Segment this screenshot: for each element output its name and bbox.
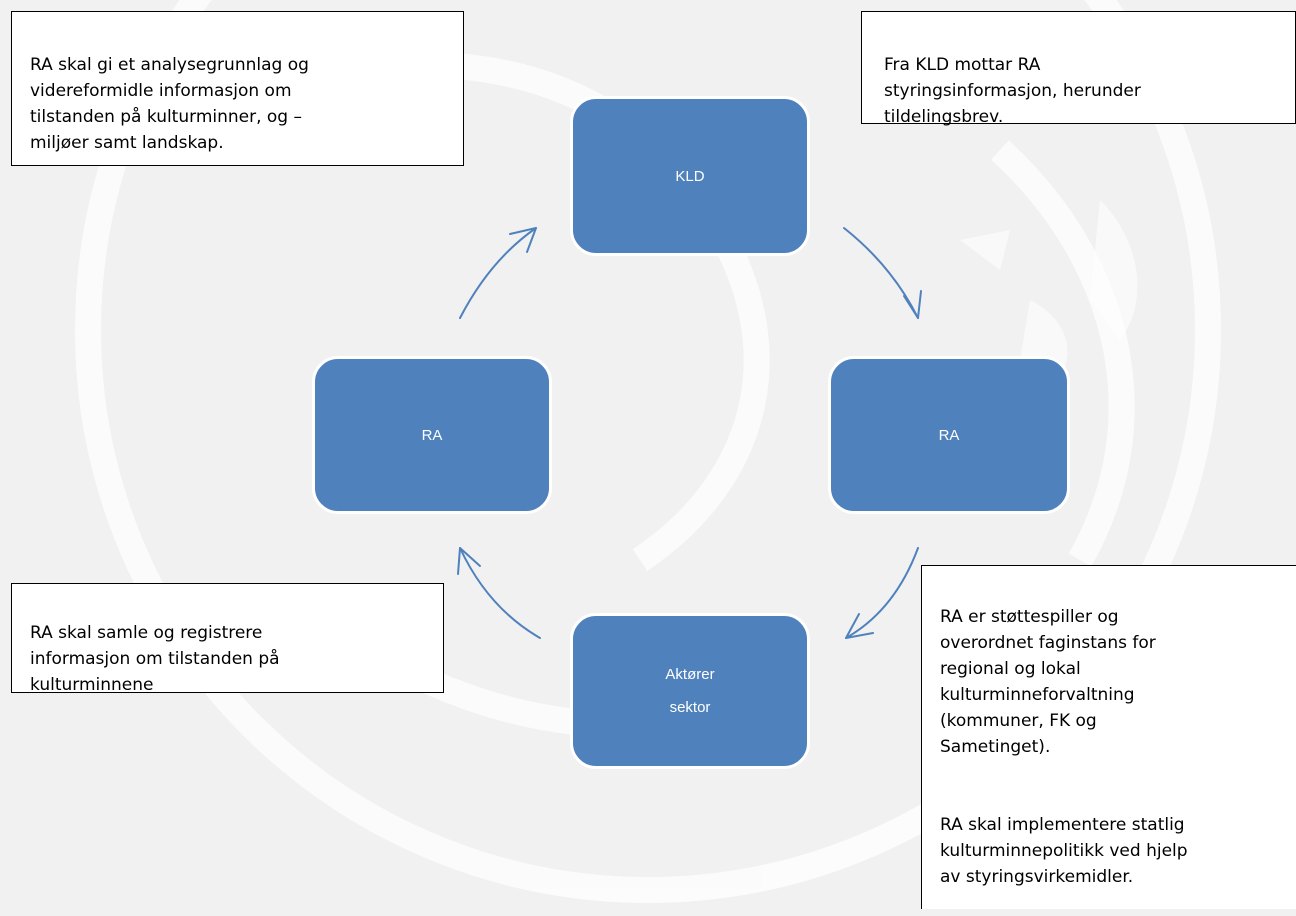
node-ra-left-label: RA <box>421 426 443 444</box>
node-ra-right-label: RA <box>938 426 960 444</box>
note-analysis-basis-text: RA skal gi et analysegrunnlag og videref… <box>30 55 309 153</box>
note-support-role-text-1: RA er støttespiller og overordnet fagins… <box>940 607 1156 757</box>
note-governance-info-text: Fra KLD mottar RA styringsinformasjon, h… <box>884 55 1141 127</box>
note-collect-register: RA skal samle og registrere informasjon … <box>11 583 444 695</box>
note-governance-info: Fra KLD mottar RA styringsinformasjon, h… <box>861 11 1296 127</box>
node-aktorer-sektor: Aktører sektor <box>570 613 810 769</box>
node-ra-left: RA <box>312 356 552 514</box>
note-support-role-text-2: RA skal implementere statlig kulturminne… <box>940 815 1188 887</box>
note-collect-register-text: RA skal samle og registrere informasjon … <box>30 623 280 695</box>
node-kld-label: KLD <box>675 167 705 185</box>
node-kld: KLD <box>570 96 810 256</box>
node-aktorer-sektor-label: Aktører sektor <box>665 666 715 716</box>
node-ra-right: RA <box>828 356 1070 514</box>
note-analysis-basis: RA skal gi et analysegrunnlag og videref… <box>11 11 464 166</box>
note-support-role: RA er støttespiller og overordnet fagins… <box>921 565 1296 909</box>
